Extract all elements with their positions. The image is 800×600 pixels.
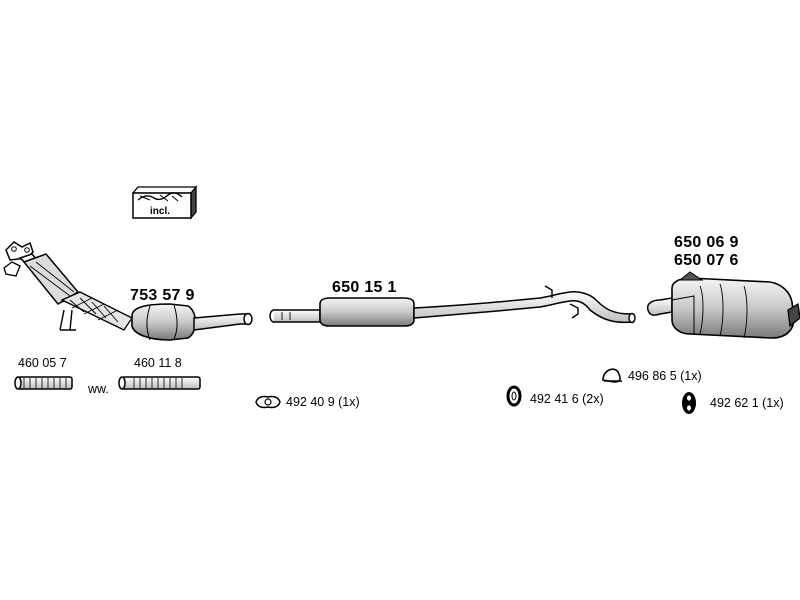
manifold-catalyst-assembly	[3, 241, 253, 341]
rubber-hanger-top-icon	[602, 368, 622, 383]
kit-label: incl.	[150, 206, 171, 217]
flex-pipe-460057-icon	[14, 376, 73, 390]
part-number-rear-silencer-b: 650 07 6	[674, 252, 739, 269]
flex-pipe-460118-icon	[118, 376, 201, 390]
flex-pipe-a-label: 460 05 7	[18, 356, 67, 370]
hanger-bottom-label: 492 62 1 (1x)	[710, 396, 784, 410]
flex-pipe-or-label: ww.	[88, 382, 109, 396]
rear-silencer-assembly	[646, 271, 800, 339]
mounting-kit-icon	[131, 185, 198, 220]
middle-silencer-assembly	[269, 285, 636, 327]
rubber-hanger-bottom-icon	[682, 392, 696, 414]
ring-mount-label: 492 41 6 (2x)	[530, 392, 604, 406]
gasket-icon	[255, 395, 281, 409]
gasket-label: 492 40 9 (1x)	[286, 395, 360, 409]
flex-pipe-b-label: 460 11 8	[134, 356, 182, 370]
part-number-rear-silencer-a: 650 06 9	[674, 234, 739, 251]
part-number-manifold-cat: 753 57 9	[130, 287, 195, 304]
rubber-ring-mount-icon	[506, 385, 522, 407]
part-number-middle-silencer: 650 15 1	[332, 279, 397, 296]
hanger-top-label: 496 86 5 (1x)	[628, 369, 702, 383]
